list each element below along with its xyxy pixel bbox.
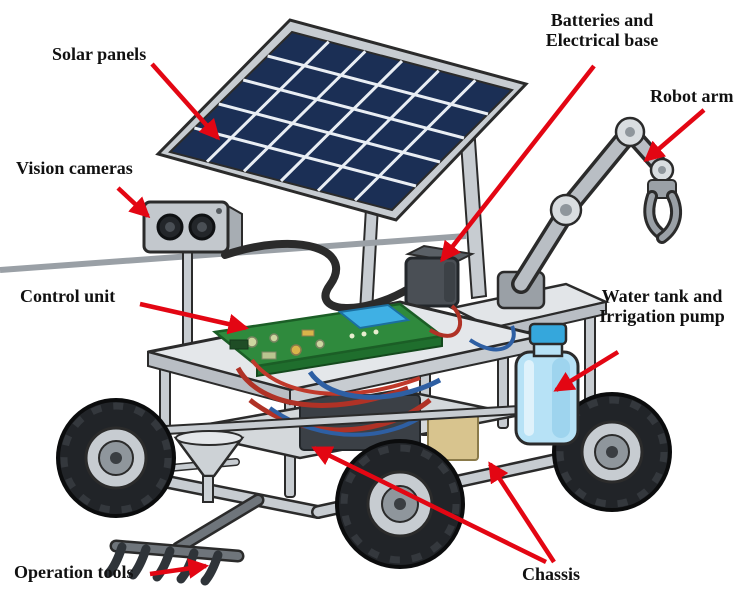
arrow-control-unit	[139, 301, 250, 335]
control-unit-pcb	[212, 302, 446, 378]
arrow-operation-tools	[149, 558, 210, 579]
rake-tool	[104, 493, 265, 586]
robot-arm	[496, 116, 683, 310]
camera-cable	[221, 239, 414, 312]
arrow-chassis-left	[311, 445, 547, 565]
arrow-batteries	[440, 64, 596, 263]
pcb-chip	[337, 303, 411, 330]
vision-camera	[142, 200, 243, 353]
arrow-chassis-right	[488, 461, 556, 564]
funnel-tool	[173, 430, 245, 503]
label-chassis: Chassis	[522, 564, 581, 584]
arrow-solar-panels	[150, 62, 221, 141]
annotation-arrows	[116, 62, 706, 579]
label-solar-panels: Solar panels	[52, 44, 147, 64]
label-operation-tools: Operation tools	[14, 562, 134, 582]
tank-cap	[528, 322, 568, 346]
arrow-water-tank	[553, 350, 620, 392]
wheel-right	[552, 392, 672, 512]
arrow-robot-arm	[643, 108, 706, 163]
deck-wires	[235, 304, 516, 408]
solar-panel	[155, 18, 529, 222]
label-water-tank: Water tank and Irrigation pump	[599, 286, 725, 327]
battery	[404, 244, 476, 308]
label-control-unit: Control unit	[20, 286, 116, 306]
arrow-vision-cameras	[116, 186, 151, 219]
wheel-center	[335, 439, 465, 569]
label-vision-cameras: Vision cameras	[16, 158, 133, 178]
solar-panel-grid	[194, 40, 489, 202]
label-robot-arm: Robot arm	[650, 86, 734, 106]
label-batteries: Batteries and Electrical base	[545, 10, 659, 51]
wheel-left	[56, 398, 176, 518]
